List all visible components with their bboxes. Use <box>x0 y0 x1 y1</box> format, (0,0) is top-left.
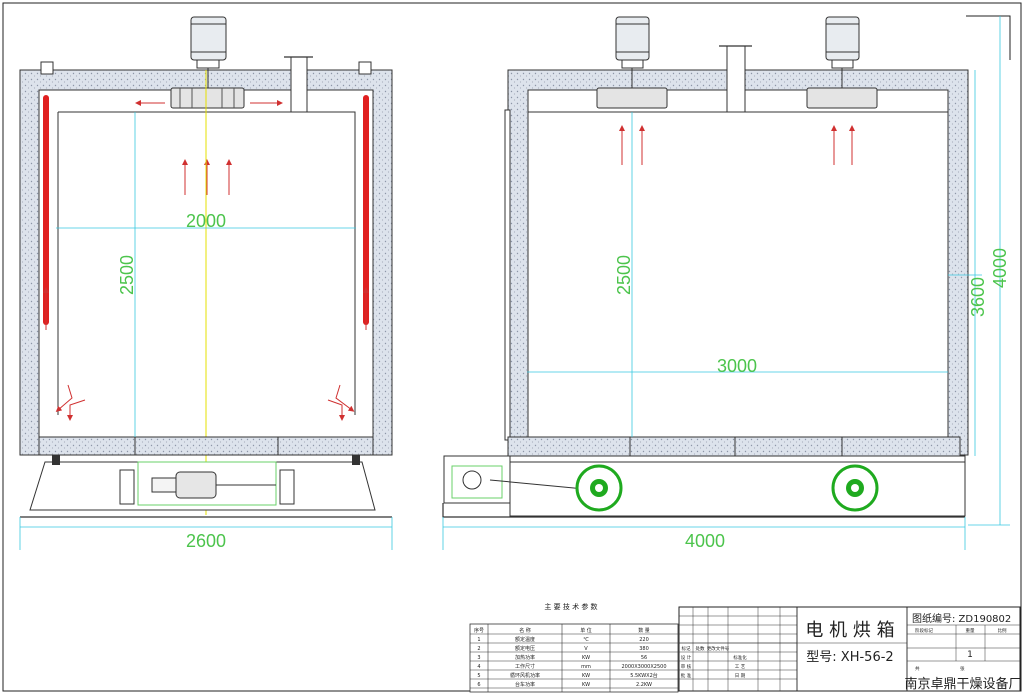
dim-side-overall-length: 4000 <box>685 531 725 551</box>
front-view-cart-drive <box>137 461 277 506</box>
tb-label-weight: 重量 <box>966 627 975 634</box>
front-view-air-duct <box>57 111 356 415</box>
tb-label-process: 工 艺 <box>735 664 746 670</box>
dim-front-inner-width: 2000 <box>186 211 226 231</box>
tech-cell: KW <box>582 682 590 688</box>
tb-label-standard: 标准化 <box>733 654 747 661</box>
company-name: 南京卓鼎干燥设备厂 <box>904 676 1021 692</box>
front-view-vent-left <box>40 61 54 75</box>
tech-cell: 工作尺寸 <box>515 663 535 670</box>
front-view-vent-right <box>358 61 372 75</box>
side-view-fan-impeller-1 <box>596 87 668 109</box>
front-view-fan-motor <box>190 16 227 61</box>
tech-header-2: 单 位 <box>580 627 592 634</box>
tech-cell: 加热功率 <box>515 654 535 661</box>
side-view-wheel-2 <box>831 464 879 512</box>
tech-cell: KW <box>582 655 590 661</box>
tech-cell: KW <box>582 673 590 679</box>
tech-params-title: 主 要 技 术 参 数 <box>544 602 597 611</box>
front-view <box>19 16 393 518</box>
tb-label-scale: 比例 <box>998 627 1007 634</box>
side-view <box>442 16 969 518</box>
tb-label-design: 设 计 <box>681 654 692 661</box>
tb-label-date: 日 期 <box>735 673 746 679</box>
tech-cell: 380 <box>639 646 649 652</box>
dimension-lines <box>19 16 1010 550</box>
side-view-chimney <box>726 45 746 113</box>
dim-front-overall-width: 2600 <box>186 531 226 551</box>
tech-header-1: 名 称 <box>519 627 531 634</box>
tb-label-review: 审 核 <box>681 663 692 670</box>
side-view-fan-impeller-2 <box>806 87 878 109</box>
tech-cell: 额定电压 <box>515 645 535 652</box>
tech-cell: 56 <box>641 655 647 661</box>
tech-cell: ℃ <box>583 637 589 643</box>
dim-side-outer-height: 3600 <box>968 277 988 317</box>
product-name: 电 机 烘 箱 <box>805 620 894 641</box>
side-view-fan-motor-2 <box>825 16 860 61</box>
front-view-heater-left <box>43 95 49 325</box>
front-view-chimney <box>290 56 308 113</box>
side-view-door <box>504 109 511 441</box>
tech-cell: 1 <box>477 637 480 643</box>
dim-side-inner-length: 3000 <box>717 356 757 376</box>
tech-cell: 额定温度 <box>515 636 535 643</box>
tb-label-stage: 阶段标记 <box>915 627 933 634</box>
tech-header-3: 数 量 <box>638 627 650 634</box>
dim-side-inner-height: 2500 <box>614 255 634 295</box>
product-model: 型号: XH-56-2 <box>806 650 893 665</box>
sheet-scale-value: 1 <box>967 650 973 660</box>
tech-cell: mm <box>581 664 591 670</box>
tech-cell: 台车功率 <box>515 681 535 688</box>
side-view-airflow-arrows <box>619 125 855 165</box>
tech-cell: 3 <box>477 655 480 661</box>
tech-cell: 循环风机功率 <box>510 672 540 679</box>
tech-cell: 5 <box>477 673 480 679</box>
tech-cell: 220 <box>639 637 649 643</box>
tb-label-mark: 标记 <box>682 645 691 652</box>
tech-cell: 2000X3000X2500 <box>621 664 666 670</box>
tb-label-count: 处数 <box>696 645 705 652</box>
tb-label-total: 共 <box>915 665 920 672</box>
tb-label-sheet: 张 <box>960 665 965 672</box>
side-view-fan-motor-1 <box>615 16 650 61</box>
front-view-airflow-arrows <box>43 100 369 421</box>
tech-cell: 6 <box>477 682 480 688</box>
front-view-floor <box>38 436 374 456</box>
drawing-number: 图纸编号: ZD190802 <box>912 612 1011 625</box>
tech-header-0: 序号 <box>474 627 484 634</box>
sheet-corner-mark <box>966 15 1011 60</box>
side-view-wheel-1 <box>575 464 623 512</box>
front-view-heater-right <box>363 95 369 325</box>
tb-label-change: 更改文件号 <box>707 645 730 652</box>
tech-cell: 5.5KWX2台 <box>630 672 658 679</box>
tech-cell: 2 <box>477 646 480 652</box>
tech-cell: 2.2KW <box>636 682 652 688</box>
side-view-floor <box>507 436 961 457</box>
front-view-fan-impeller <box>170 87 245 109</box>
tb-label-approve: 批 准 <box>681 672 692 679</box>
tech-params-table: 主 要 技 术 参 数 序号 名 称 单 位 数 量 1 额定温度 ℃ 220 … <box>469 602 679 693</box>
dim-side-overall-height: 4000 <box>990 248 1010 288</box>
tech-cell: V <box>584 646 588 652</box>
title-block: 标记 处数 更改文件号 设 计 标准化 审 核 工 艺 批 准 日 期 电 机 … <box>678 606 1022 692</box>
side-view-chamber <box>527 89 949 438</box>
dim-front-inner-height: 2500 <box>117 255 137 295</box>
tech-cell: 4 <box>477 664 480 670</box>
